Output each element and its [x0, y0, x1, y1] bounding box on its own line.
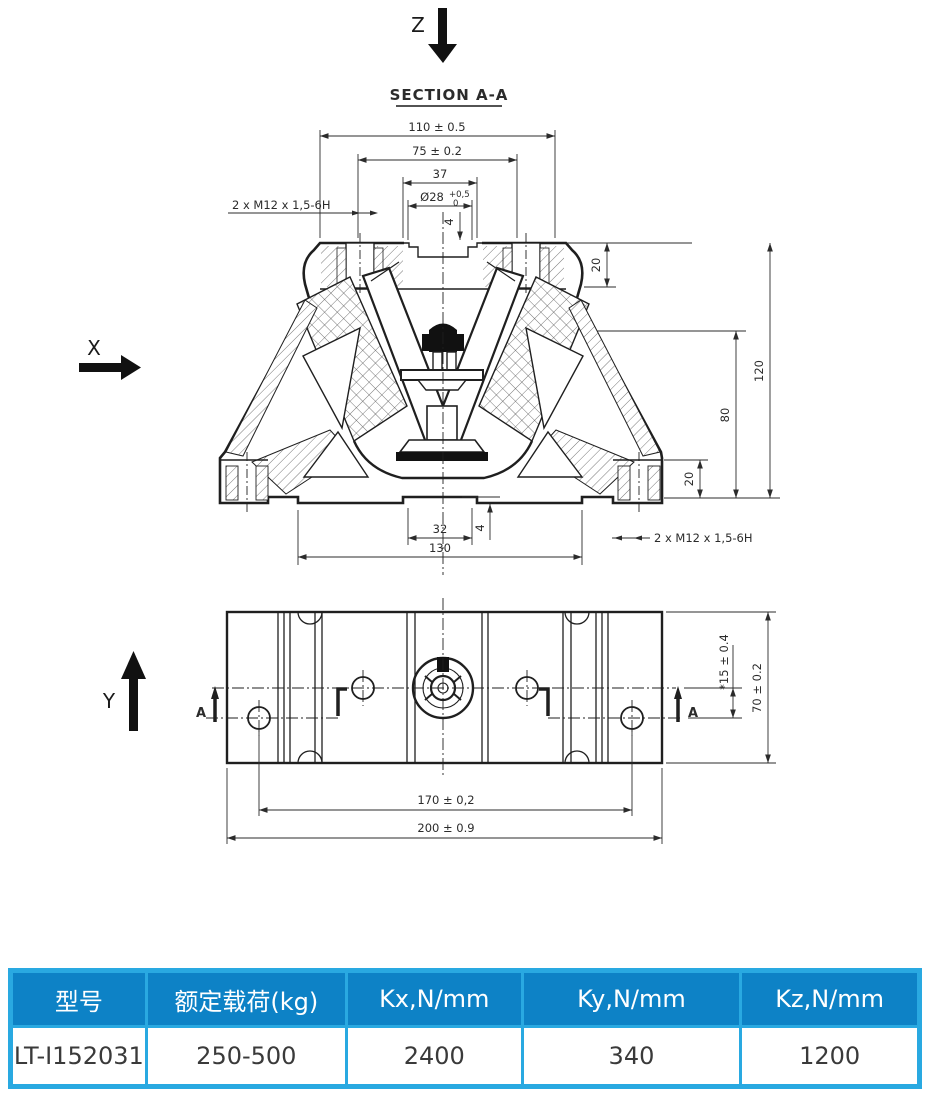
dim-15: *15 ± 0.4 [717, 634, 731, 690]
plan-view: A A [196, 598, 698, 778]
y-axis-arrow: Y [102, 651, 146, 731]
dim-20-top: 20 [589, 258, 603, 273]
dim-75: 75 ± 0.2 [412, 144, 462, 158]
col-header-model: 型号 [13, 973, 145, 1025]
dim-110: 110 ± 0.5 [408, 120, 465, 134]
foot-right [613, 452, 662, 514]
z-axis-arrow: Z [411, 8, 457, 63]
dim-120: 120 [752, 360, 766, 382]
x-axis-arrow: X [79, 336, 141, 380]
col-header-rated-load: 额定载荷(kg) [147, 973, 345, 1025]
x-axis-label: X [87, 336, 101, 360]
thread-callout-right: 2 x M12 x 1,5-6H [654, 531, 753, 545]
dim-32: 32 [433, 522, 448, 536]
dim-bore-tol-upper: +0,5 [449, 190, 470, 200]
section-marker-left: A [196, 686, 219, 722]
col-header-ky: Ky,N/mm [523, 973, 740, 1025]
col-header-kz: Kz,N/mm [742, 973, 917, 1025]
dim-80: 80 [718, 408, 732, 423]
section-marker-left-label: A [196, 706, 206, 721]
dim-200: 200 ± 0.9 [417, 821, 474, 835]
plan-dimensions: *15 ± 0.4 70 ± 0.2 170 ± 0,2 200 ± 0.9 [226, 611, 776, 844]
cell-ky: 340 [523, 1028, 740, 1084]
section-dimensions: 110 ± 0.5 75 ± 0.2 37 Ø28 +0,5 0 4 2 x M… [228, 120, 780, 565]
y-axis-label: Y [102, 689, 116, 713]
dim-130: 130 [429, 541, 451, 555]
thread-callout-left: 2 x M12 x 1,5-6H [232, 198, 331, 212]
cell-kz: 1200 [742, 1028, 917, 1084]
cell-rated-load: 250-500 [147, 1028, 345, 1084]
dim-4-bottom: 4 [473, 524, 487, 531]
cell-kx: 2400 [347, 1028, 521, 1084]
section-view [218, 212, 664, 575]
dim-170: 170 ± 0,2 [417, 793, 474, 807]
spec-table: 型号 额定载荷(kg) Kx,N/mm Ky,N/mm Kz,N/mm LT-I… [8, 968, 922, 1089]
col-header-kx: Kx,N/mm [347, 973, 521, 1025]
section-title: SECTION A-A [390, 86, 509, 104]
dim-37: 37 [433, 167, 448, 181]
section-marker-right-label: A [688, 706, 698, 721]
spec-table-header-row: 型号 额定载荷(kg) Kx,N/mm Ky,N/mm Kz,N/mm [13, 973, 917, 1025]
dim-bore-tol-lower: 0 [453, 199, 458, 209]
z-axis-label: Z [411, 13, 425, 37]
section-marker-right: A [674, 686, 698, 722]
foot-left [220, 452, 269, 514]
section-step-marks [336, 687, 550, 716]
dim-bore: Ø28 [420, 190, 444, 204]
center-bolt [396, 323, 488, 461]
dim-4-top: 4 [442, 218, 456, 225]
dim-70: 70 ± 0.2 [750, 663, 764, 713]
spec-table-data-row: LT-I152031 250-500 2400 340 1200 [13, 1028, 917, 1084]
dim-20-bottom: 20 [682, 472, 696, 487]
cell-model: LT-I152031 [13, 1028, 145, 1084]
technical-drawing: Z X Y SECTION A-A [79, 8, 780, 844]
